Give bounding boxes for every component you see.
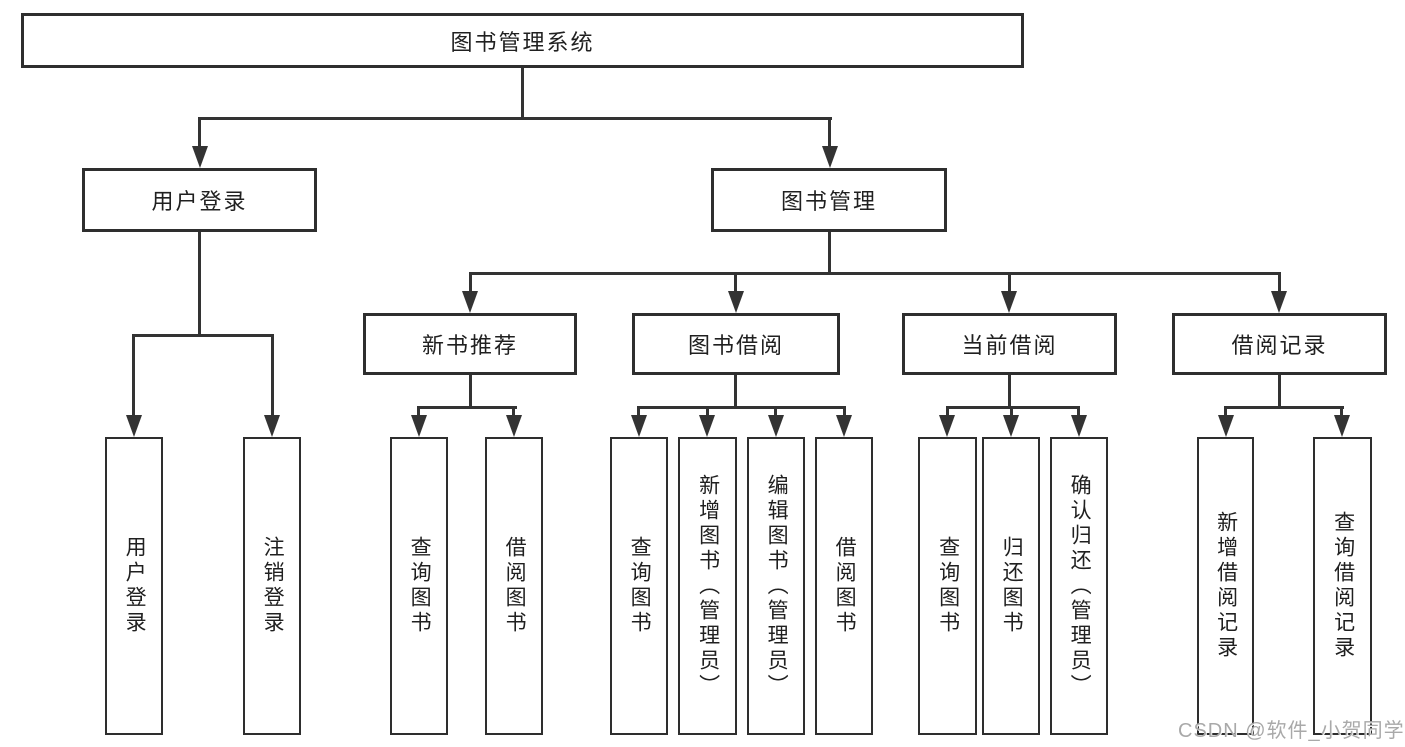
leaf-edit-books-admin: 编辑图书（管理员） — [747, 437, 805, 735]
arrowhead — [506, 415, 522, 437]
connector — [734, 272, 737, 296]
node-new-book-recommend: 新书推荐 — [363, 313, 577, 375]
connector — [469, 272, 1281, 275]
connector — [1278, 375, 1281, 409]
node-borrow-records: 借阅记录 — [1172, 313, 1387, 375]
connector — [512, 406, 515, 420]
connector — [469, 272, 472, 296]
node-user-login: 用户登录 — [82, 168, 317, 232]
connector — [1077, 406, 1080, 420]
arrowhead — [1003, 415, 1019, 437]
connector — [198, 117, 832, 120]
leaf-query-borrow-record: 查询借阅记录 — [1313, 437, 1372, 735]
connector — [1340, 406, 1343, 420]
connector — [637, 406, 846, 409]
leaf-confirm-return-admin: 确认归还（管理员） — [1050, 437, 1108, 735]
leaf-logout: 注销登录 — [243, 437, 301, 735]
connector — [132, 334, 274, 337]
connector — [521, 68, 524, 120]
node-library-system: 图书管理系统 — [21, 13, 1024, 68]
leaf-user-login: 用户登录 — [105, 437, 163, 735]
connector — [417, 406, 420, 420]
connector — [271, 334, 274, 419]
connector — [1010, 406, 1013, 420]
watermark: CSDN @软件_小贺同学 — [1178, 720, 1405, 742]
connector — [828, 232, 831, 275]
arrowhead — [699, 415, 715, 437]
connector — [774, 406, 777, 420]
leaf-query-books-recommend: 查询图书 — [390, 437, 448, 735]
connector — [637, 406, 640, 420]
arrowhead — [462, 291, 478, 313]
connector — [946, 406, 1080, 409]
arrowhead — [939, 415, 955, 437]
connector — [1008, 272, 1011, 296]
leaf-borrow-books: 借阅图书 — [815, 437, 873, 735]
connector — [843, 406, 846, 420]
node-book-borrowing: 图书借阅 — [632, 313, 840, 375]
connector — [946, 406, 949, 420]
connector — [706, 406, 709, 420]
connector — [828, 117, 831, 150]
connector — [132, 334, 135, 419]
arrowhead — [631, 415, 647, 437]
leaf-query-books-current: 查询图书 — [918, 437, 977, 735]
connector — [417, 406, 517, 409]
connector — [1224, 406, 1344, 409]
arrowhead — [1334, 415, 1350, 437]
connector — [1008, 375, 1011, 409]
node-current-borrowing: 当前借阅 — [902, 313, 1117, 375]
arrowhead — [1271, 291, 1287, 313]
arrowhead — [836, 415, 852, 437]
leaf-borrow-books-recommend: 借阅图书 — [485, 437, 543, 735]
leaf-add-books-admin: 新增图书（管理员） — [678, 437, 737, 735]
arrowhead — [1218, 415, 1234, 437]
connector — [734, 375, 737, 409]
connector — [1224, 406, 1227, 420]
connector — [1278, 272, 1281, 296]
arrowhead — [192, 146, 208, 168]
arrowhead — [822, 146, 838, 168]
leaf-return-books: 归还图书 — [982, 437, 1040, 735]
leaf-query-books-borrowing: 查询图书 — [610, 437, 668, 735]
node-book-management: 图书管理 — [711, 168, 947, 232]
leaf-add-borrow-record: 新增借阅记录 — [1197, 437, 1254, 735]
arrowhead — [411, 415, 427, 437]
arrowhead — [728, 291, 744, 313]
connector — [198, 117, 201, 150]
arrowhead — [264, 415, 280, 437]
arrowhead — [1071, 415, 1087, 437]
connector — [469, 375, 472, 409]
arrowhead — [768, 415, 784, 437]
arrowhead — [126, 415, 142, 437]
connector — [198, 232, 201, 337]
arrowhead — [1001, 291, 1017, 313]
